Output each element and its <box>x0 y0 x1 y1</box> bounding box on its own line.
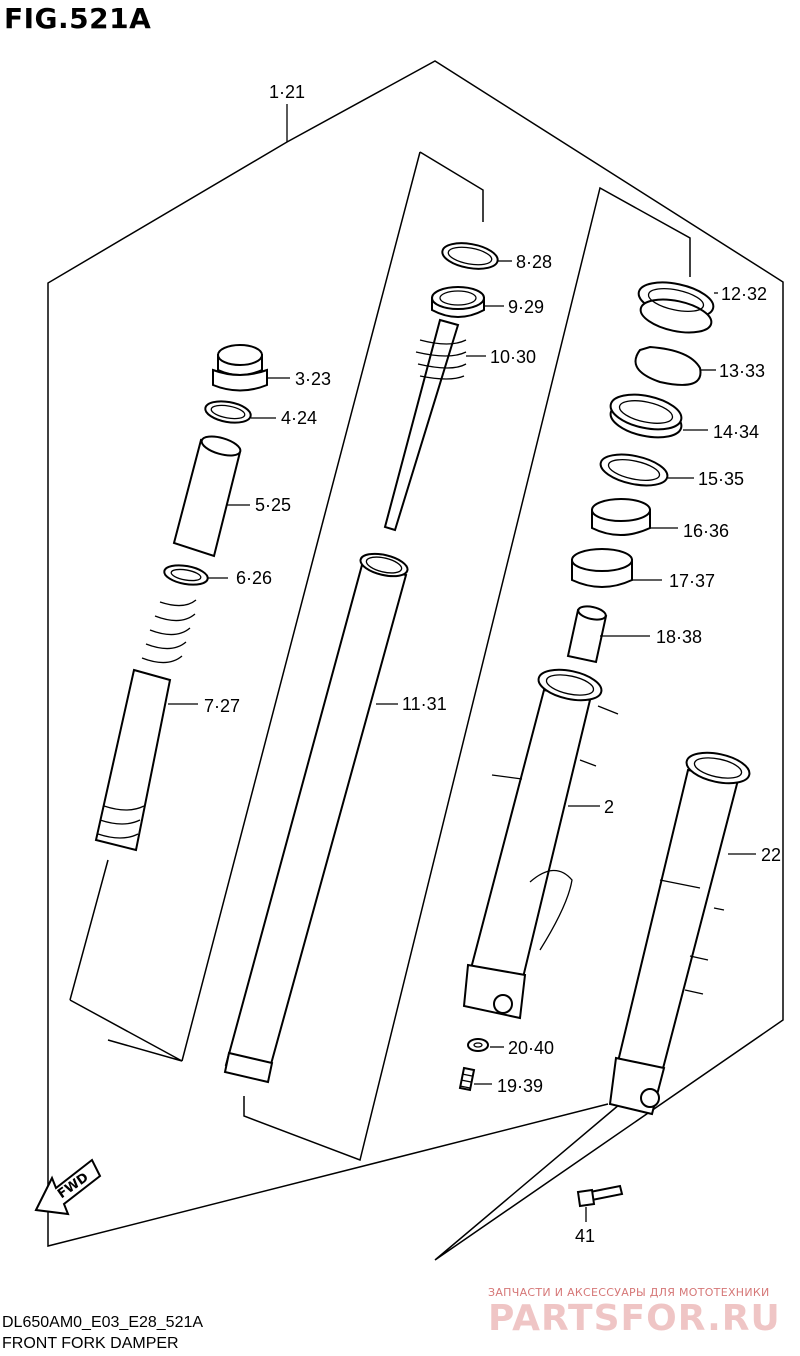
callout-4-24: 4·24 <box>281 408 317 428</box>
figure-title: FIG.521A <box>4 2 152 35</box>
part-6-washer <box>163 564 228 586</box>
callout-9-29: 9·29 <box>508 297 544 317</box>
callout-22: 22 <box>761 845 781 865</box>
part-10-damper-rod <box>383 318 486 532</box>
callout-8-28: 8·28 <box>516 252 552 272</box>
callout-7-27: 7·27 <box>204 696 240 716</box>
part-2-inner-tube <box>462 668 619 1020</box>
callout-15-35: 15·35 <box>698 469 744 489</box>
callout-5-25: 5·25 <box>255 495 291 515</box>
callout-16-36: 16·36 <box>683 521 729 541</box>
callout-11-31: 11·31 <box>402 694 447 714</box>
fwd-arrow-icon: FWD <box>34 1158 102 1216</box>
callout-14-34: 14·34 <box>713 422 759 442</box>
part-41-bolt <box>576 1184 624 1222</box>
callout-41: 41 <box>575 1226 595 1246</box>
part-3-cap-bolt <box>212 344 290 392</box>
diagram-caption: FRONT FORK DAMPER <box>2 1335 179 1352</box>
callout-20-40: 20·40 <box>508 1038 554 1058</box>
part-14-oil-seal <box>609 393 708 439</box>
callout-12-32: 12·32 <box>721 284 767 304</box>
callout-3-23: 3·23 <box>295 369 331 389</box>
callout-10-30: 10·30 <box>490 347 536 367</box>
callout-6-26: 6·26 <box>236 568 272 588</box>
part-9-collar <box>431 286 504 318</box>
assembly-frame-outer <box>47 60 784 1261</box>
callout-19-39: 19·39 <box>497 1076 543 1096</box>
callout-1-21: 1·21 <box>269 82 305 102</box>
part-15-washer <box>599 453 694 487</box>
part-8-ring <box>441 242 512 270</box>
part-18-oil-lock <box>566 605 650 664</box>
part-5-spacer <box>172 435 250 558</box>
assembly-frame-cartridge <box>181 186 691 1162</box>
part-17-bushing <box>571 548 662 588</box>
part-19-bolt <box>458 1066 492 1092</box>
callout-18-38: 18·38 <box>656 627 702 647</box>
part-20-gasket <box>467 1038 504 1052</box>
part-11-fork-tube <box>223 552 409 1084</box>
watermark-logo: PARTSFOR.RU <box>488 1298 781 1339</box>
part-22-inner-tube <box>608 751 756 1116</box>
callout-17-37: 17·37 <box>669 571 715 591</box>
diagram-code: DL650AM0_E03_E28_521A <box>2 1314 204 1331</box>
callout-2: 2 <box>604 797 614 817</box>
callout-13-33: 13·33 <box>719 361 765 381</box>
part-7-fork-spring <box>94 599 198 852</box>
part-4-o-ring <box>204 400 276 424</box>
part-16-bushing <box>591 498 678 536</box>
part-12-dust-seal <box>637 281 718 334</box>
part-13-snap-ring <box>634 345 716 386</box>
watermark-tagline: ЗАПЧАСТИ И АКСЕССУАРЫ ДЛЯ МОТОТЕХНИКИ <box>488 1286 770 1299</box>
